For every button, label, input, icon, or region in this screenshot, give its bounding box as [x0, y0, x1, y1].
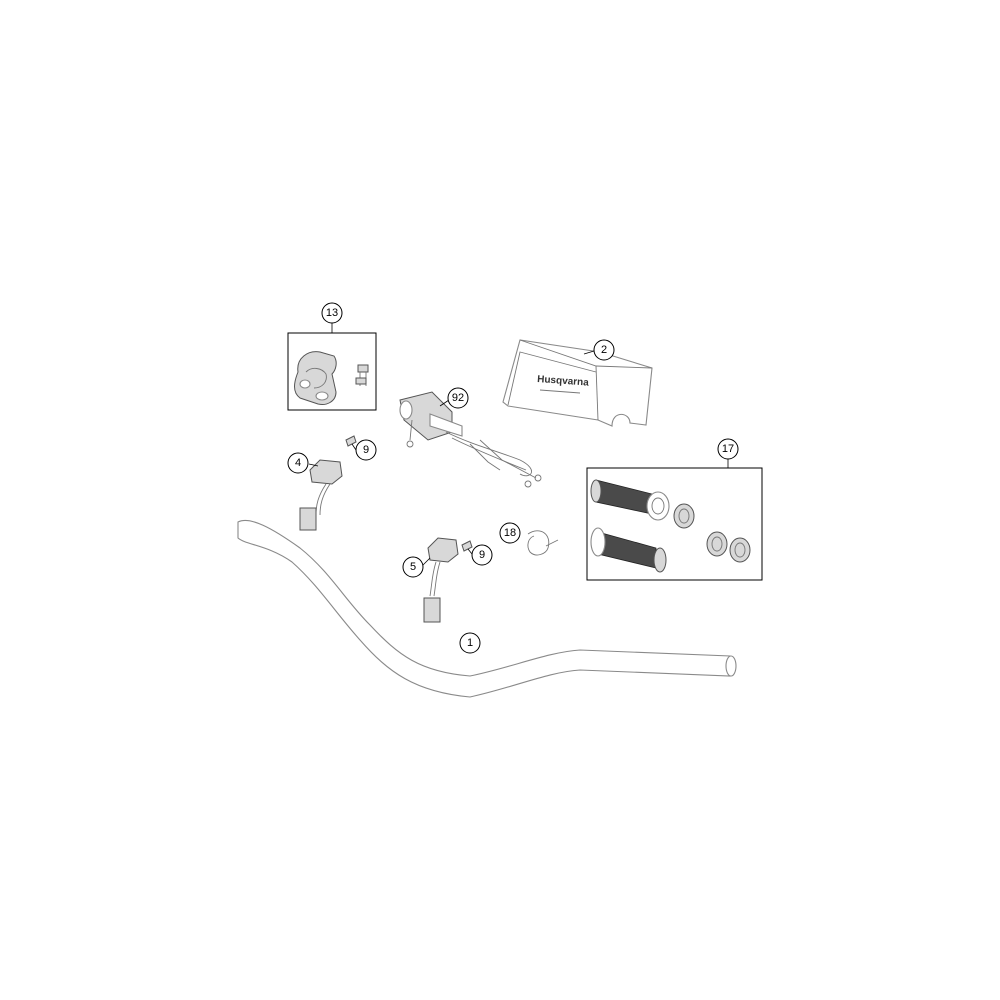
callout-17: 17 [717, 438, 739, 460]
screw-left [345, 435, 357, 447]
callout-92: 92 [447, 387, 469, 409]
callout-9-upper: 9 [355, 439, 377, 461]
callout-4-label: 4 [295, 457, 301, 469]
callout-13: 13 [321, 302, 343, 324]
callout-2-label: 2 [601, 344, 607, 356]
handlebar-pad: Husqvarna [502, 339, 653, 427]
callout-4: 4 [287, 452, 309, 474]
callout-92-label: 92 [452, 392, 464, 404]
grip-kit-box [586, 467, 763, 581]
throttle-assembly [399, 391, 542, 488]
clamp-kit [287, 332, 377, 411]
callout-13-label: 13 [326, 307, 338, 319]
callout-9-lower: 9 [471, 544, 493, 566]
handlebar [237, 520, 737, 698]
callout-5: 5 [402, 556, 424, 578]
cable-tie [527, 530, 559, 556]
callout-18-label: 18 [504, 527, 516, 539]
switch-right [423, 537, 459, 623]
callout-1: 1 [459, 632, 481, 654]
callout-9-lower-label: 9 [479, 549, 485, 561]
screw-right [461, 540, 473, 552]
switch-left [299, 459, 343, 531]
grip-kit [586, 467, 763, 581]
leader-lines [308, 322, 729, 567]
pad-brand-label: Husqvarna [537, 374, 590, 389]
callout-18: 18 [499, 522, 521, 544]
callout-9-upper-label: 9 [363, 444, 369, 456]
callout-5-label: 5 [410, 561, 416, 573]
callout-2: 2 [593, 339, 615, 361]
callout-17-label: 17 [722, 443, 734, 455]
callout-1-label: 1 [467, 637, 473, 649]
